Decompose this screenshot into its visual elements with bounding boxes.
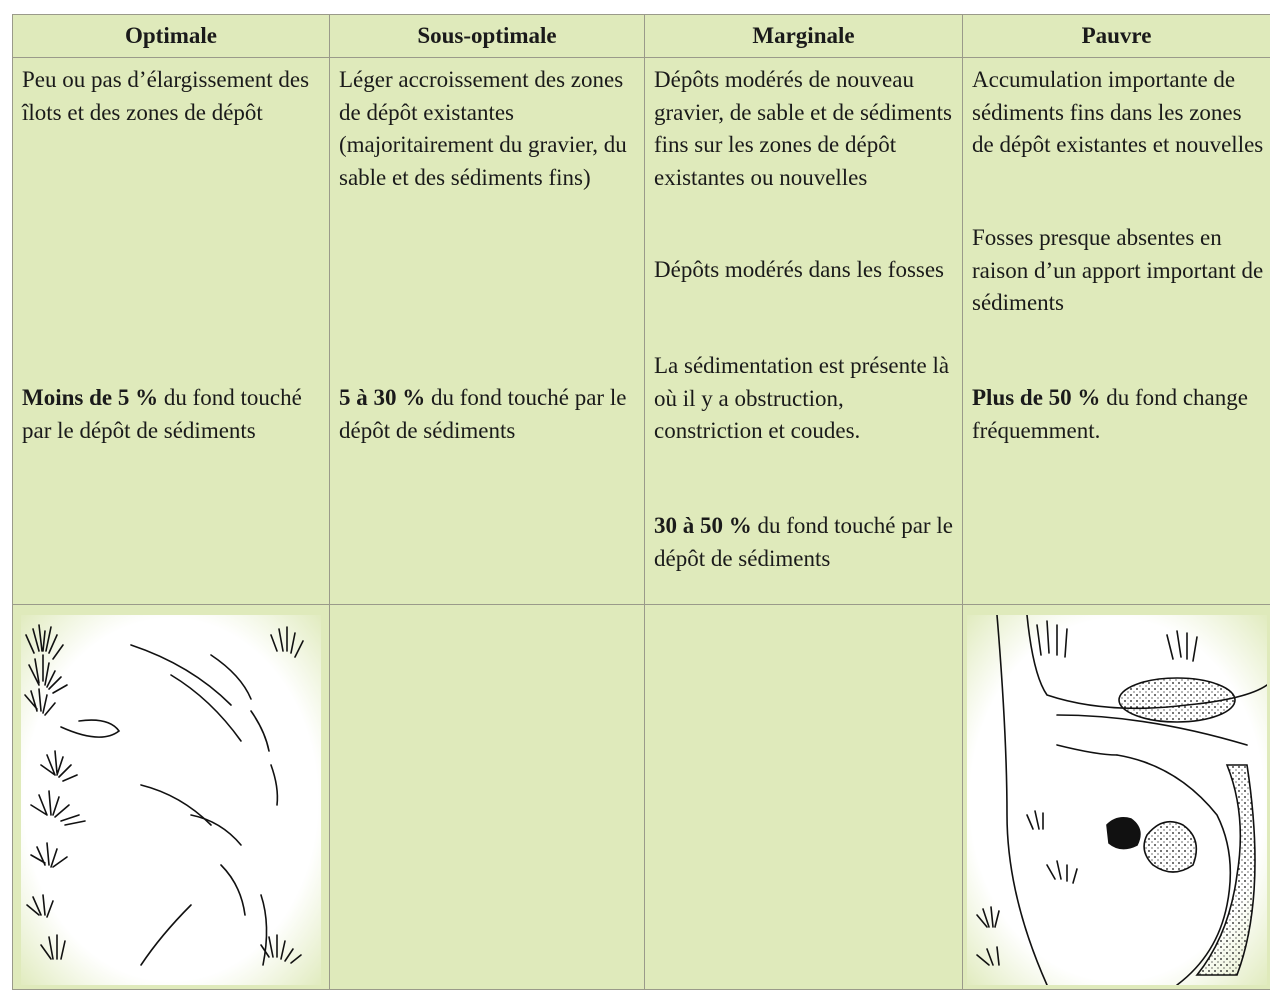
cell-marginale: Dépôts modérés de nouveau gravier, de sa… [645, 58, 963, 605]
illustration-cell-pauvre [963, 605, 1270, 990]
illustration-cell-optimale [13, 605, 330, 990]
description-row: Peu ou pas d’élargissement des îlots et … [13, 58, 1270, 605]
header-row: Optimale Sous-optimale Marginale Pauvre [13, 15, 1270, 58]
sous-optimale-percentage: 5 à 30 % du fond touché par le dépôt de … [339, 382, 640, 447]
illustration-cell-sous-optimale [330, 605, 645, 990]
pauvre-description-2: Fosses presque absentes en raison d’un a… [972, 222, 1266, 320]
optimale-percentage: Moins de 5 % du fond touché par le dépôt… [22, 382, 325, 447]
cell-optimale: Peu ou pas d’élargissement des îlots et … [13, 58, 330, 605]
pauvre-percentage-value: Plus de 50 % [972, 385, 1100, 410]
optimale-percentage-value: Moins de 5 % [22, 385, 158, 410]
sous-optimale-percentage-value: 5 à 30 % [339, 385, 425, 410]
cell-pauvre: Accumulation importante de sédiments fin… [963, 58, 1270, 605]
header-pauvre: Pauvre [963, 15, 1270, 58]
optimale-description: Peu ou pas d’élargissement des îlots et … [22, 64, 325, 129]
cell-sous-optimale: Léger accroissement des zones de dépôt e… [330, 58, 645, 605]
stream-sketch-optimale [21, 615, 321, 985]
pauvre-percentage: Plus de 50 % du fond change fréquemment. [972, 382, 1266, 447]
illustration-row [13, 605, 1270, 990]
header-marginale: Marginale [645, 15, 963, 58]
marginale-description-2: Dépôts modérés dans les fosses [654, 254, 958, 287]
illustration-cell-marginale [645, 605, 963, 990]
marginale-description-3: La sédimentation est présente là où il y… [654, 350, 958, 448]
marginale-percentage-value: 30 à 50 % [654, 513, 752, 538]
stream-sketch-pauvre [967, 615, 1267, 985]
marginale-percentage: 30 à 50 % du fond touché par le dépôt de… [654, 510, 958, 575]
marginale-description-1: Dépôts modérés de nouveau gravier, de sa… [654, 64, 958, 194]
header-sous-optimale: Sous-optimale [330, 15, 645, 58]
sous-optimale-description: Léger accroissement des zones de dépôt e… [339, 64, 640, 194]
header-optimale: Optimale [13, 15, 330, 58]
sediment-deposition-table: Optimale Sous-optimale Marginale Pauvre … [12, 14, 1270, 990]
pauvre-description-1: Accumulation importante de sédiments fin… [972, 64, 1266, 162]
